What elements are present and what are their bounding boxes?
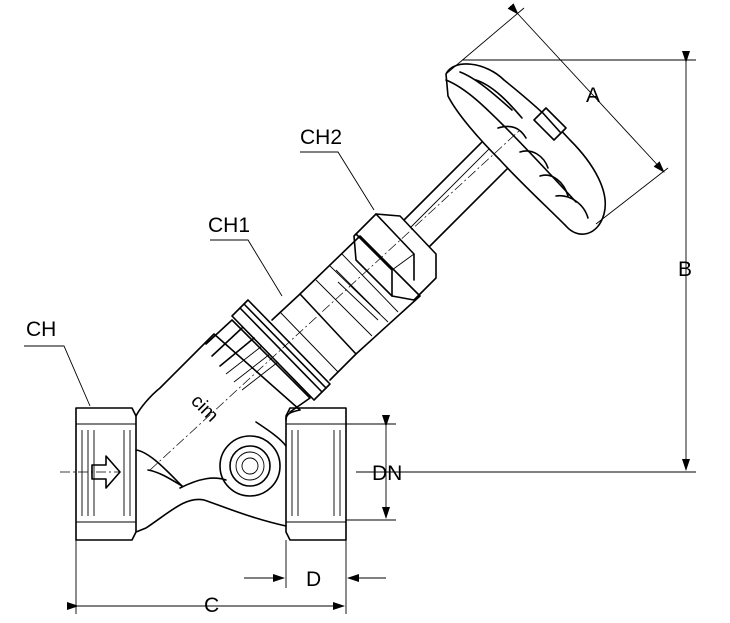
label-ch2: CH2 <box>300 126 342 149</box>
label-c: C <box>204 594 219 617</box>
dimension-d <box>244 540 386 588</box>
label-b: B <box>678 258 692 281</box>
dimension-dn <box>346 415 396 521</box>
dimension-c <box>67 540 347 614</box>
leader-lines <box>24 151 375 407</box>
label-ch1: CH1 <box>208 214 250 237</box>
dimension-a <box>445 3 669 225</box>
label-dn: DN <box>372 462 402 485</box>
flow-arrow-icon <box>91 455 121 489</box>
centerlines <box>60 129 521 473</box>
label-d: D <box>306 568 321 591</box>
handwheel <box>445 63 606 235</box>
label-ch: CH <box>26 318 56 341</box>
dimension-b <box>356 51 696 473</box>
valve-body <box>75 213 437 541</box>
label-a: A <box>586 84 600 107</box>
